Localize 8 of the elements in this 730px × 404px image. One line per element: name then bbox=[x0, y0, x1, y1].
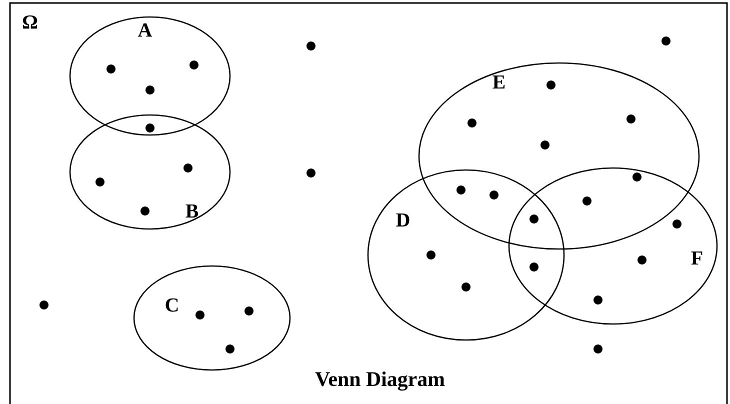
set-label: A bbox=[138, 23, 152, 37]
set-label: F bbox=[691, 251, 702, 265]
universe-symbol: Ω bbox=[22, 15, 38, 29]
set-label: C bbox=[166, 298, 178, 312]
set-label: E bbox=[492, 75, 505, 89]
set-label: D bbox=[396, 213, 410, 227]
set-label: B bbox=[186, 204, 198, 218]
caption: Venn Diagram bbox=[315, 371, 445, 391]
